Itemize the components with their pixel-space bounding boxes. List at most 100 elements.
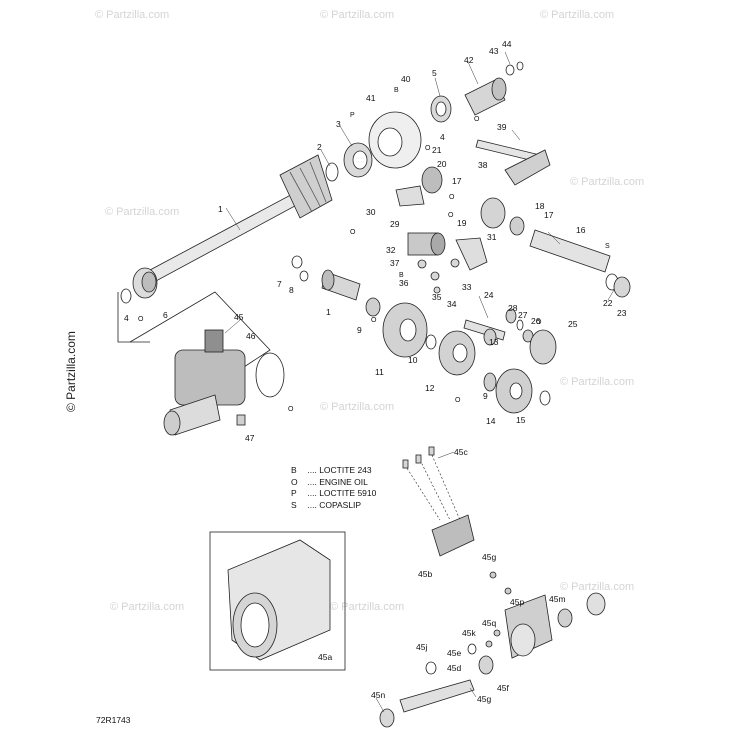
callout-17a: 17 bbox=[452, 176, 462, 186]
clip-45k-45q-45p bbox=[485, 571, 512, 648]
gear-11 bbox=[382, 302, 428, 358]
legend-code: O bbox=[291, 476, 298, 487]
gear-25 bbox=[529, 329, 557, 365]
legend-row: O .... ENGINE OIL bbox=[291, 477, 376, 489]
callout-9a: 9 bbox=[357, 325, 362, 335]
callout-13: 13 bbox=[489, 337, 499, 347]
callout-10: 10 bbox=[408, 355, 418, 365]
application-marks: B P O O O O O B S O O O O O bbox=[138, 87, 610, 413]
washer-4-left bbox=[120, 288, 132, 304]
callout-5: 5 bbox=[432, 68, 437, 78]
shaft-45g bbox=[399, 679, 475, 713]
housing-45 bbox=[504, 594, 553, 659]
legend-text: LOCTITE 243 bbox=[319, 465, 372, 475]
callout-45k: 45k bbox=[462, 628, 476, 638]
flange-41 bbox=[368, 111, 422, 169]
callout-38: 38 bbox=[478, 160, 488, 170]
mark-loctite-5910: P bbox=[350, 112, 355, 119]
watermark-group: © Partzilla.com © Partzilla.com © Partzi… bbox=[95, 9, 644, 613]
legend-code: P bbox=[291, 488, 297, 498]
mark-copaslip: S bbox=[605, 243, 610, 250]
washer-45n bbox=[379, 708, 395, 728]
callout-24: 24 bbox=[484, 290, 494, 300]
gear-6 bbox=[132, 267, 158, 299]
shift-drum-32 bbox=[407, 232, 446, 256]
shift-fork-31 bbox=[455, 237, 488, 271]
callout-16: 16 bbox=[576, 225, 586, 235]
gear-12 bbox=[438, 330, 476, 376]
shaft-16 bbox=[509, 216, 611, 273]
watermark-text: © Partzilla.com bbox=[95, 9, 169, 21]
mark-loctite-243: B bbox=[394, 87, 399, 94]
mark-engine-oil: O bbox=[288, 406, 294, 413]
callout-45c: 45c bbox=[454, 447, 468, 457]
washer-15 bbox=[539, 390, 551, 406]
watermark-text: © Partzilla.com bbox=[560, 376, 634, 388]
callout-15: 15 bbox=[516, 415, 526, 425]
mark-engine-oil: O bbox=[138, 316, 144, 323]
callout-12: 12 bbox=[425, 383, 435, 393]
mark-loctite-243: B bbox=[399, 272, 404, 279]
callout-28: 28 bbox=[508, 303, 518, 313]
callout-47: 47 bbox=[245, 433, 255, 443]
bearing-3 bbox=[343, 142, 373, 178]
callout-1a: 1 bbox=[218, 204, 223, 214]
callout-45: 45 bbox=[234, 312, 244, 322]
main-shaft bbox=[149, 154, 333, 282]
legend-code: B bbox=[291, 465, 297, 475]
callout-11: 11 bbox=[375, 367, 384, 377]
shift-fork-30 bbox=[395, 185, 425, 207]
callout-26: 26 bbox=[531, 316, 541, 326]
callout-21: 21 bbox=[432, 145, 442, 155]
watermark-text: © Partzilla.com bbox=[540, 9, 614, 21]
mark-engine-oil: O bbox=[448, 212, 454, 219]
bolt-47 bbox=[236, 414, 246, 426]
bolts-45c bbox=[402, 446, 435, 469]
legend-row: P .... LOCTITE 5910 bbox=[291, 488, 376, 500]
callout-45g-top: 45g bbox=[482, 552, 496, 562]
callout-46: 46 bbox=[246, 331, 256, 341]
callout-19: 19 bbox=[457, 218, 467, 228]
seal-2 bbox=[325, 162, 339, 182]
housing-45a bbox=[227, 539, 331, 661]
callout-4b: 4 bbox=[124, 313, 129, 323]
legend-code: S bbox=[291, 499, 297, 510]
legend-text: ENGINE OIL bbox=[319, 476, 368, 487]
callout-30: 30 bbox=[366, 207, 376, 217]
watermark-text: © Partzilla.com bbox=[570, 176, 644, 188]
callout-45g-bottom: 45g bbox=[477, 694, 491, 704]
actuator-45 bbox=[163, 329, 246, 436]
callout-45a: 45a bbox=[318, 652, 332, 662]
watermark-text: © Partzilla.com bbox=[560, 581, 634, 593]
bearing-13 bbox=[483, 328, 497, 346]
callout-45e: 45e bbox=[447, 648, 461, 658]
document-id: 72R1743 bbox=[96, 715, 131, 725]
callout-45f: 45f bbox=[497, 683, 509, 693]
mark-engine-oil: O bbox=[536, 319, 542, 326]
callout-23: 23 bbox=[617, 308, 627, 318]
callout-1b: 1 bbox=[326, 307, 331, 317]
callout-37: 37 bbox=[390, 258, 400, 268]
callout-8: 8 bbox=[289, 285, 294, 295]
rings-45e-45j-45d bbox=[425, 643, 494, 675]
callout-45p: 45p bbox=[510, 597, 524, 607]
watermark-text: © Partzilla.com bbox=[320, 401, 394, 413]
callout-3: 3 bbox=[336, 119, 341, 129]
callout-22: 22 bbox=[603, 298, 613, 308]
small-parts-33-37 bbox=[417, 258, 460, 294]
pinion-1 bbox=[321, 269, 361, 301]
mark-engine-oil: O bbox=[474, 116, 480, 123]
side-watermark: © Partzilla.com bbox=[64, 331, 78, 412]
watermark-text: © Partzilla.com bbox=[330, 601, 404, 613]
watermark-text: © Partzilla.com bbox=[110, 601, 184, 613]
callout-43: 43 bbox=[489, 46, 499, 56]
mark-engine-oil: O bbox=[350, 229, 356, 236]
gear-14 bbox=[495, 368, 533, 414]
leader-lines bbox=[224, 51, 615, 713]
exploded-assembly-45 bbox=[404, 454, 461, 521]
callout-14: 14 bbox=[486, 416, 496, 426]
mark-engine-oil: O bbox=[425, 145, 431, 152]
callout-45m: 45m bbox=[549, 594, 566, 604]
callout-40: 40 bbox=[401, 74, 411, 84]
needle-bearing-9b bbox=[483, 372, 497, 392]
